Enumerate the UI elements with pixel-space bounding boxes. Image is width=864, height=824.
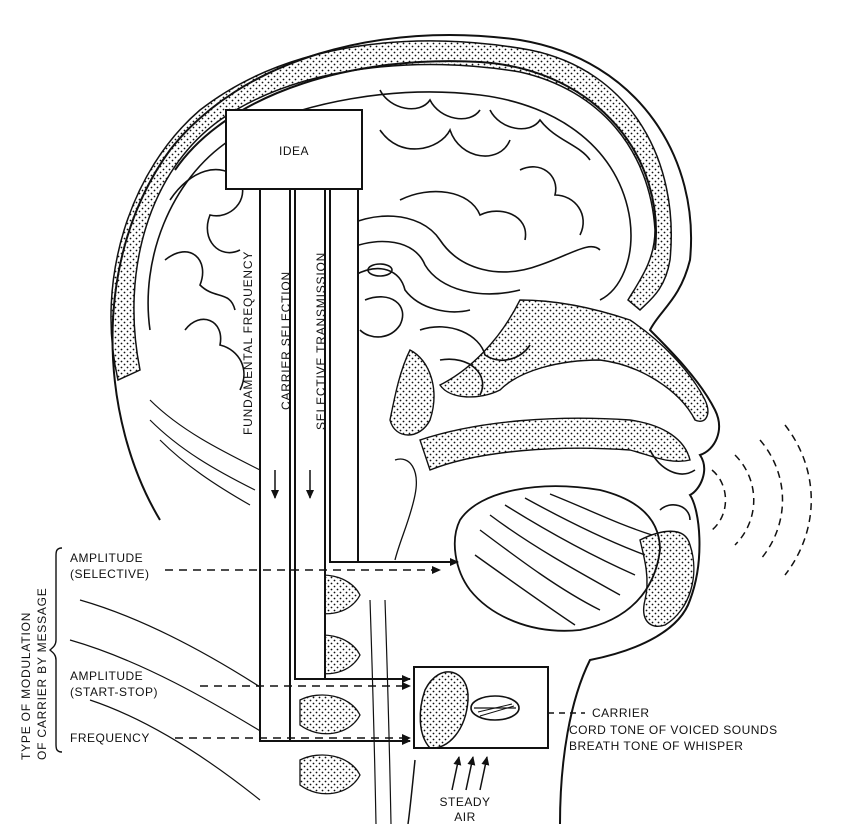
nasal-region — [389, 299, 709, 436]
flow-arrows — [271, 470, 314, 499]
amplitude-startstop-label: AMPLITUDE — [70, 669, 143, 683]
air-arrows — [451, 756, 490, 791]
frequency-label: FREQUENCY — [70, 731, 150, 745]
amplitude-startstop-qualifier: (START-STOP) — [70, 685, 158, 699]
steady-air-line2: AIR — [454, 810, 476, 824]
modulation-heading-line1: TYPE OF MODULATION — [19, 612, 33, 760]
steady-air-line1: STEADY — [439, 795, 490, 809]
selective-transmission-label: SELECTIVE TRANSMISSION — [314, 252, 328, 430]
modulation-bracket — [49, 547, 63, 753]
modulation-heading-line2: OF CARRIER BY MESSAGE — [35, 587, 49, 760]
palate — [419, 417, 696, 475]
carrier-title: CARRIER — [592, 706, 650, 720]
carrier-voiced: CORD TONE OF VOICED SOUNDS — [569, 723, 778, 737]
idea-label: IDEA — [279, 144, 309, 158]
amplitude-selective-qualifier: (SELECTIVE) — [70, 567, 150, 581]
pathway-channels — [259, 188, 359, 742]
larynx-box — [407, 666, 549, 824]
leader-lines — [165, 566, 441, 742]
lower-jaw — [639, 504, 695, 627]
carrier-whisper: BREATH TONE OF WHISPER — [569, 739, 743, 753]
carrier-selection-label: CARRIER SELECTION — [279, 271, 293, 410]
idea-box: IDEA — [225, 109, 363, 190]
skull-band — [110, 40, 672, 382]
neck-muscles — [69, 399, 392, 824]
fundamental-frequency-label: FUNDAMENTAL FREQUENCY — [241, 251, 255, 435]
tongue — [453, 485, 661, 632]
channel-outputs — [260, 558, 459, 745]
sound-waves — [711, 424, 812, 576]
amplitude-selective-label: AMPLITUDE — [70, 551, 143, 565]
